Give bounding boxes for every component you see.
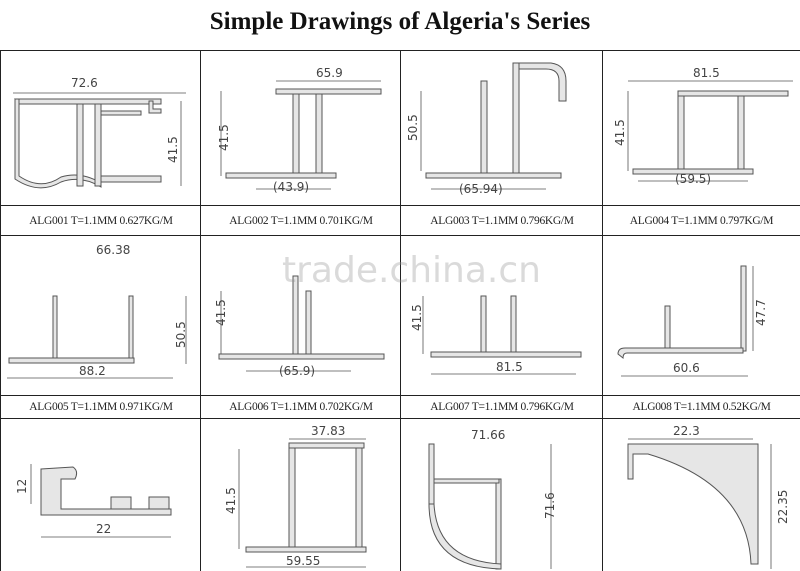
dim-height: 41.5	[166, 136, 180, 163]
dim-bottom: 88.2	[79, 364, 106, 378]
drawing-alg002: 65.9 41.5 (43.9)	[200, 50, 401, 206]
dim-height: 41.5	[613, 119, 627, 146]
dim-bottom: 81.5	[496, 360, 523, 374]
caption-alg008: ALG008 T=1.1MM 0.52KG/M	[602, 395, 800, 419]
dim-bottom: (59.5)	[675, 172, 711, 186]
drawing-alg008: 47.7 60.6	[602, 235, 800, 396]
dim-top: 66.38	[96, 243, 130, 257]
dim-bottom: 59.55	[286, 554, 320, 568]
dim-width: 72.6	[71, 76, 98, 90]
drawing-9: 12 22	[0, 418, 201, 571]
drawing-alg006: 41.5 (65.9)	[200, 235, 401, 396]
drawing-alg001: 72.6 41.5	[0, 50, 201, 206]
dim-width: 71.66	[471, 428, 505, 442]
dim-bottom: (43.9)	[273, 180, 309, 194]
dim-height: 41.5	[410, 304, 424, 331]
drawing-11: 71.66 71.6	[400, 418, 603, 571]
dim-bottom: 22	[96, 522, 111, 536]
dim-bottom: (65.94)	[459, 182, 503, 196]
caption-alg002: ALG002 T=1.1MM 0.701KG/M	[200, 205, 401, 236]
dim-height: 22.35	[776, 490, 790, 524]
dim-width: 65.9	[316, 66, 343, 80]
dim-height: 47.7	[754, 299, 768, 326]
caption-alg004: ALG004 T=1.1MM 0.797KG/M	[602, 205, 800, 236]
dim-width: 37.83	[311, 424, 345, 438]
dim-height: 12	[15, 479, 29, 494]
dim-height: 50.5	[174, 321, 188, 348]
dim-height: 41.5	[217, 124, 231, 151]
dim-width: 22.3	[673, 424, 700, 438]
drawing-alg003: 50.5 (65.94)	[400, 50, 603, 206]
caption-alg007: ALG007 T=1.1MM 0.796KG/M	[400, 395, 603, 419]
drawing-alg004: 81.5 41.5 (59.5)	[602, 50, 800, 206]
caption-alg003: ALG003 T=1.1MM 0.796KG/M	[400, 205, 603, 236]
caption-alg005: ALG005 T=1.1MM 0.971KG/M	[0, 395, 201, 419]
drawing-12: 22.3 22.35	[602, 418, 800, 571]
dim-height: 71.6	[543, 492, 557, 519]
page-title: Simple Drawings of Algeria's Series	[209, 8, 591, 35]
drawing-alg007: 41.5 81.5	[400, 235, 603, 396]
caption-alg006: ALG006 T=1.1MM 0.702KG/M	[200, 395, 401, 419]
dim-height: 50.5	[406, 114, 420, 141]
watermark: trade.china.cn	[282, 250, 541, 291]
drawing-10: 37.83 41.5 59.55	[200, 418, 401, 571]
dim-bottom: 60.6	[673, 361, 700, 375]
dim-height: 41.5	[224, 487, 238, 514]
dim-bottom: (65.9)	[279, 364, 315, 378]
drawings-table: 72.6 41.5 65.9 41.5 (43.9) 50.5	[0, 50, 800, 571]
dim-width: 81.5	[693, 66, 720, 80]
caption-alg001: ALG001 T=1.1MM 0.627KG/M	[0, 205, 201, 236]
dim-height: 41.5	[214, 299, 228, 326]
drawing-alg005: 66.38 50.5 88.2	[0, 235, 201, 396]
